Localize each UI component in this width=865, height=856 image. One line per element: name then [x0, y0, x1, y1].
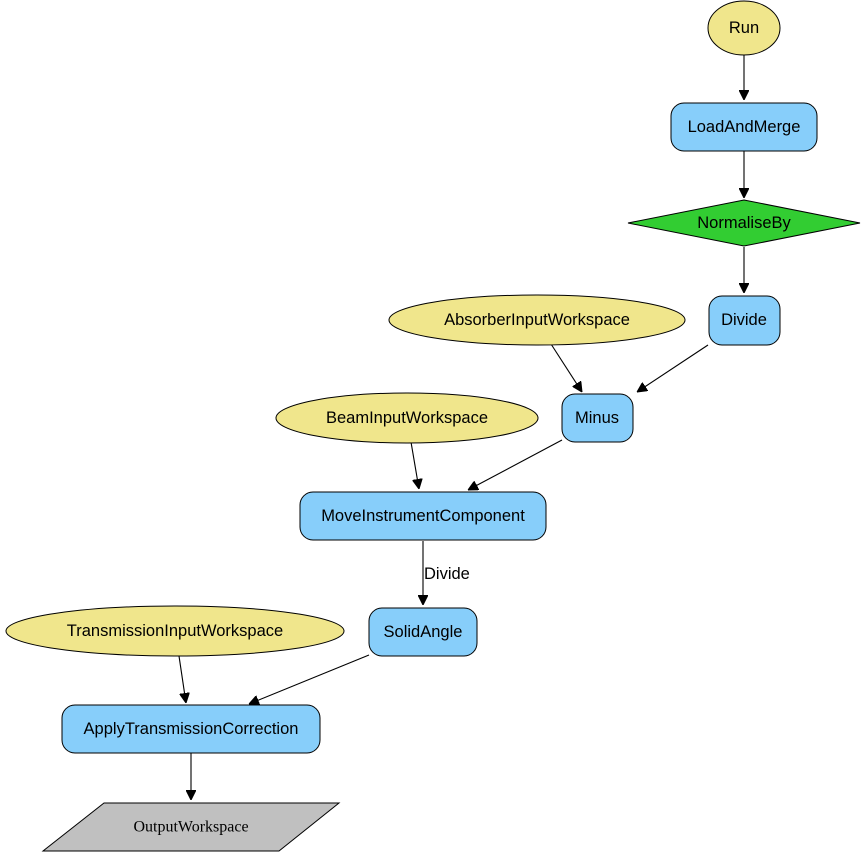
run-label: Run: [729, 19, 759, 37]
output-workspace-label: OutputWorkspace: [133, 819, 248, 836]
run-shape: [707, 0, 781, 56]
minus-label: Minus: [575, 409, 619, 427]
apply-transmission-correction-label: ApplyTransmissionCorrection: [84, 720, 299, 738]
node-output-workspace[interactable]: OutputWorkspace: [41, 802, 341, 852]
node-solid-angle[interactable]: SolidAngle: [368, 607, 478, 657]
normalise-by-label: NormaliseBy: [697, 214, 791, 232]
edge-transmission-to-applytransmission: [178, 655, 186, 703]
node-minus[interactable]: Minus: [561, 393, 634, 443]
edge-minus-to-moveinstrument: [468, 439, 563, 490]
node-apply-transmission-correction[interactable]: ApplyTransmissionCorrection: [61, 704, 321, 754]
node-run[interactable]: Run: [707, 0, 781, 56]
node-move-instrument-component[interactable]: MoveInstrumentComponent: [299, 491, 547, 541]
edges: Divide: [178, 55, 744, 800]
load-and-merge-shape: [670, 102, 818, 152]
absorber-input-workspace-shape: [388, 294, 686, 346]
node-normalise-by[interactable]: NormaliseBy: [627, 199, 861, 247]
edge-divide-to-minus: [637, 344, 709, 392]
node-load-and-merge[interactable]: LoadAndMerge: [670, 102, 818, 152]
minus-shape: [561, 393, 634, 443]
move-instrument-component-shape: [299, 491, 547, 541]
divide-label: Divide: [721, 311, 767, 329]
edge-absorber-to-minus: [550, 343, 582, 392]
node-absorber-input-workspace[interactable]: AbsorberInputWorkspace: [388, 294, 686, 346]
divide-shape: [708, 295, 781, 346]
output-workspace-shape: [41, 802, 341, 852]
beam-input-workspace-label: BeamInputWorkspace: [326, 409, 488, 427]
solid-angle-shape: [368, 607, 478, 657]
apply-transmission-correction-shape: [61, 704, 321, 754]
move-instrument-component-label: MoveInstrumentComponent: [321, 507, 525, 525]
node-beam-input-workspace[interactable]: BeamInputWorkspace: [275, 392, 539, 444]
solid-angle-label: SolidAngle: [384, 623, 463, 641]
load-and-merge-label: LoadAndMerge: [688, 118, 801, 136]
node-divide[interactable]: Divide: [708, 295, 781, 346]
transmission-input-workspace-shape: [5, 605, 345, 657]
transmission-input-workspace-label: TransmissionInputWorkspace: [67, 622, 283, 640]
edge-label-divide: Divide: [424, 565, 470, 583]
edge-beam-to-moveinstrument: [410, 441, 419, 489]
absorber-input-workspace-label: AbsorberInputWorkspace: [444, 311, 630, 329]
edge-solidangle-to-applytransmission: [249, 654, 370, 704]
beam-input-workspace-shape: [275, 392, 539, 444]
node-transmission-input-workspace[interactable]: TransmissionInputWorkspace: [5, 605, 345, 657]
normalise-by-shape: [627, 199, 861, 247]
